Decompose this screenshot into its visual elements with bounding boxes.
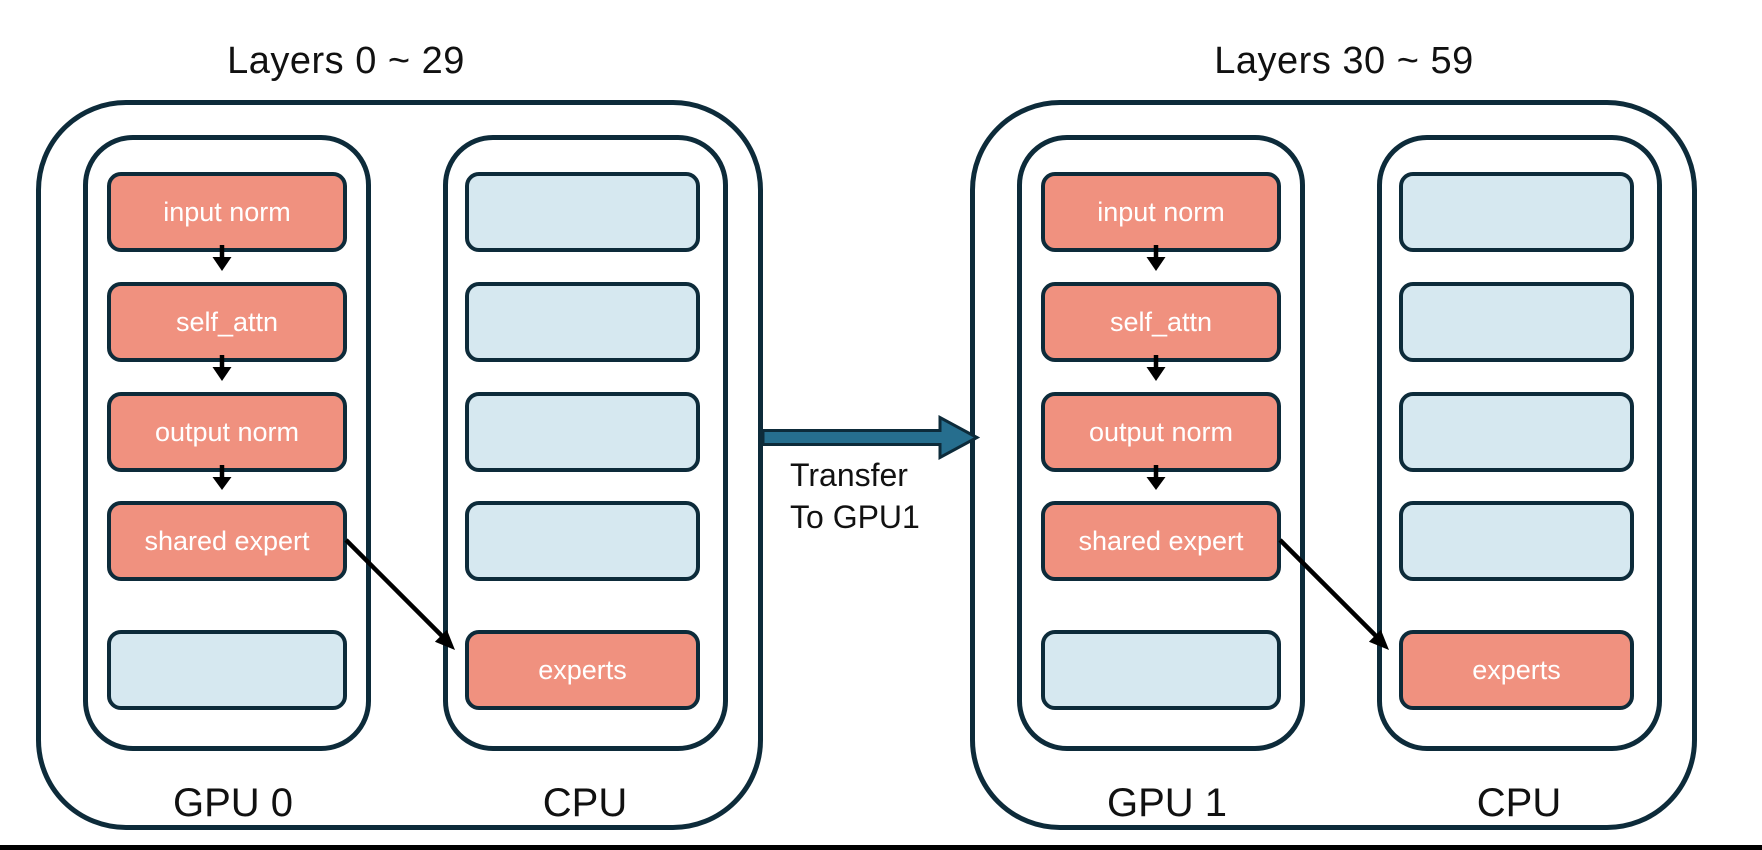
module-experts: experts [1399,630,1634,710]
module-empty-slot [465,172,700,252]
module-input-norm: input norm [1041,172,1281,252]
module-empty-slot [465,501,700,581]
module-empty-slot [1399,392,1634,472]
gpu1-box: input norm self_attn output norm shared … [1017,135,1305,751]
module-empty-slot [1399,172,1634,252]
gpu1-label: GPU 1 [1106,781,1228,825]
module-self-attn: self_attn [1041,282,1281,362]
bottom-edge-bar [0,845,1762,850]
module-output-norm: output norm [1041,392,1281,472]
cpu0-box: experts [443,135,728,751]
group-title-layers-30-59: Layers 30 ~ 59 [1214,40,1474,82]
gpu0-box: input norm self_attn output norm shared … [83,135,371,751]
transfer-label: Transfer To GPU1 [790,454,920,538]
module-input-norm: input norm [107,172,347,252]
gpu0-label: GPU 0 [172,781,294,825]
transfer-arrow-icon [761,414,981,461]
module-empty-slot [1041,630,1281,710]
transfer-label-line2: To GPU1 [790,499,920,535]
cpu0-label: CPU [542,781,628,825]
module-shared-expert: shared expert [107,501,347,581]
module-empty-slot [1399,282,1634,362]
module-self-attn: self_attn [107,282,347,362]
cpu1-label: CPU [1476,781,1562,825]
module-empty-slot [465,282,700,362]
module-output-norm: output norm [107,392,347,472]
module-empty-slot [1399,501,1634,581]
group-title-layers-0-29: Layers 0 ~ 29 [227,40,465,82]
layer-group-0: input norm self_attn output norm shared … [36,100,763,830]
cpu1-box: experts [1377,135,1662,751]
module-shared-expert: shared expert [1041,501,1281,581]
module-empty-slot [465,392,700,472]
layer-group-1: input norm self_attn output norm shared … [970,100,1697,830]
module-experts: experts [465,630,700,710]
transfer-label-line1: Transfer [790,457,908,493]
module-empty-slot [107,630,347,710]
